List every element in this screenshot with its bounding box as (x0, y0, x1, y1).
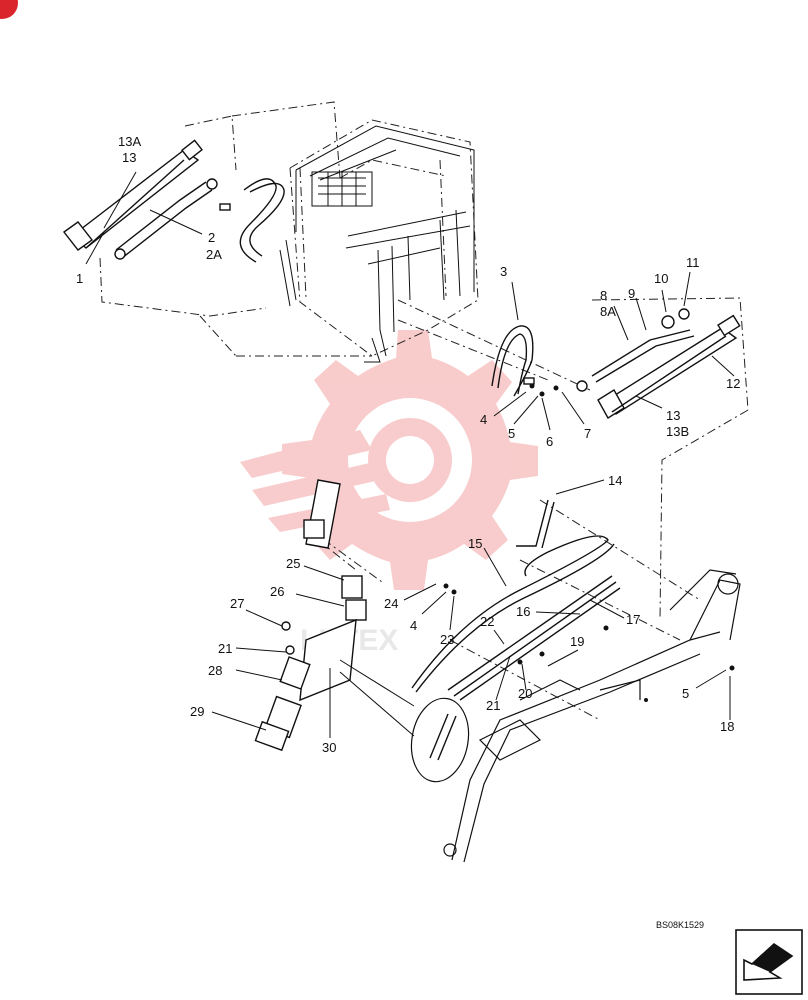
callout-26: 26 (270, 584, 284, 599)
callout-17: 17 (626, 612, 640, 627)
callout-21-right: 21 (486, 698, 500, 713)
hose-3 (491, 325, 535, 397)
callout-10: 10 (654, 271, 668, 286)
loader-arm (443, 569, 741, 863)
callout-30: 30 (322, 740, 336, 755)
callout-2a: 2A (206, 247, 222, 262)
detail-circle (339, 659, 470, 783)
callout-22: 22 (480, 614, 494, 629)
watermark-logo (240, 330, 538, 590)
callout-9: 9 (628, 286, 635, 301)
left-hose-2 (114, 178, 218, 260)
callout-24: 24 (384, 596, 398, 611)
callout-13: 13 (122, 150, 136, 165)
callout-7: 7 (584, 426, 591, 441)
drawing-code: BS08K1529 (656, 920, 704, 930)
left-lift-cylinder (62, 139, 203, 251)
fasteners (443, 383, 735, 702)
callout-23: 23 (440, 632, 454, 647)
callout-8a: 8A (600, 304, 616, 319)
callout-3: 3 (500, 264, 507, 279)
leader-lines (85, 171, 735, 738)
callout-21-left: 21 (218, 641, 232, 656)
callout-labels: 13A 13 1 2 2A 3 8 8A 9 10 11 12 13 13B 4… (76, 134, 740, 755)
callout-4-lower: 4 (410, 618, 417, 633)
hose-15 (411, 535, 615, 693)
callout-13b: 13B (666, 424, 689, 439)
callout-13a: 13A (118, 134, 141, 149)
callout-2: 2 (208, 230, 215, 245)
callout-29: 29 (190, 704, 204, 719)
callout-4: 4 (480, 412, 487, 427)
outline-cab (99, 101, 749, 721)
callout-11: 11 (686, 255, 700, 270)
callout-1: 1 (76, 271, 83, 286)
hose-16-17 (447, 575, 621, 701)
callout-15: 15 (468, 536, 482, 551)
orientation-arrow-icon (735, 929, 803, 995)
callout-5-lower: 5 (682, 686, 689, 701)
right-lift-cylinder (597, 314, 741, 419)
callout-14: 14 (608, 473, 622, 488)
left-hose-long (219, 178, 285, 263)
callout-16: 16 (516, 604, 530, 619)
callout-18: 18 (720, 719, 734, 734)
callout-28: 28 (208, 663, 222, 678)
callout-20: 20 (518, 686, 532, 701)
hose-14 (516, 499, 555, 549)
callout-25: 25 (286, 556, 300, 571)
callout-19: 19 (570, 634, 584, 649)
callout-27: 27 (230, 596, 244, 611)
callout-6: 6 (546, 434, 553, 449)
callout-5: 5 (508, 426, 515, 441)
right-hose-8 (576, 308, 695, 392)
cab-frame (279, 125, 475, 363)
red-circle-badge-icon (0, 0, 18, 19)
callout-13-right: 13 (666, 408, 680, 423)
callout-8: 8 (600, 288, 607, 303)
coupler-assembly (254, 479, 367, 752)
callout-12: 12 (726, 376, 740, 391)
